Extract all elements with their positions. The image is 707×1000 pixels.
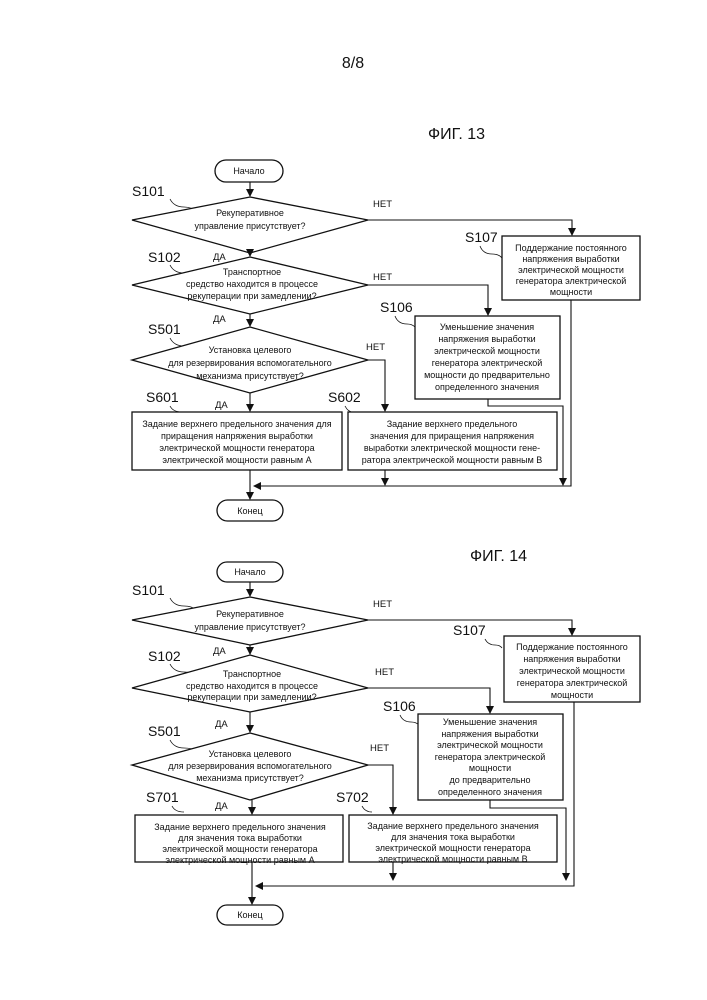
step-label-s101: S101 <box>132 183 165 199</box>
yes-label: ДА <box>213 646 226 657</box>
decision-text: для резервирования вспомогательного <box>168 358 331 368</box>
start-label: Начало <box>233 166 264 176</box>
step-label-s602: S602 <box>328 389 361 405</box>
process-text: ратора электрической мощности равным В <box>362 455 543 465</box>
figure-14: ФИГ. 14 Начало S101 Рекуперативное управ… <box>132 548 640 925</box>
process-text: Поддержание постоянного <box>515 243 627 253</box>
step-label-s702: S702 <box>336 789 369 805</box>
decision-text: Установка целевого <box>209 749 292 759</box>
process-text: Задание верхнего предельного значения <box>367 821 539 831</box>
process-text: генератора электрической <box>517 678 628 688</box>
decision-text: для резервирования вспомогательного <box>168 761 331 771</box>
decision-text: рекуперации при замедлении? <box>187 692 316 702</box>
no-label: НЕТ <box>375 667 394 678</box>
decision-s101 <box>132 597 368 645</box>
process-text: мощности до предварительно <box>424 370 550 380</box>
decision-text: управление присутствует? <box>194 221 305 231</box>
step-label-s102: S102 <box>148 648 181 664</box>
decision-text: Рекуперативное <box>216 208 284 218</box>
figure-title: ФИГ. 13 <box>428 126 485 143</box>
process-text: приращения напряжения выработки <box>161 431 313 441</box>
process-text: Поддержание постоянного <box>516 642 628 652</box>
no-label: НЕТ <box>366 342 385 353</box>
process-text: определенного значения <box>438 787 542 797</box>
process-text: напряжения выработки <box>523 654 620 664</box>
decision-text: управление присутствует? <box>194 622 305 632</box>
step-label-s106: S106 <box>380 299 413 315</box>
process-text: напряжения выработки <box>441 729 538 739</box>
process-text: электрической мощности равным А <box>165 855 314 865</box>
process-text: электрической мощности <box>519 666 625 676</box>
figure-title: ФИГ. 14 <box>470 548 527 565</box>
step-label-s601: S601 <box>146 389 179 405</box>
step-label-s106: S106 <box>383 698 416 714</box>
process-text: мощности <box>469 763 511 773</box>
decision-text: Транспортное <box>223 669 281 679</box>
decision-text: Рекуперативное <box>216 609 284 619</box>
process-text: генератора электрической <box>516 276 627 286</box>
step-label-s107: S107 <box>453 622 486 638</box>
process-text: электрической мощности равным В <box>378 854 527 864</box>
process-text: электрической мощности генератора <box>375 843 530 853</box>
process-text: Уменьшение значения <box>440 322 534 332</box>
process-text: Задание верхнего предельного <box>387 419 518 429</box>
yes-label: ДА <box>215 719 228 730</box>
process-text: для значения тока выработки <box>178 833 302 843</box>
yes-label: ДА <box>213 314 226 325</box>
end-label: Конец <box>237 506 262 516</box>
step-label-s501: S501 <box>148 321 181 337</box>
decision-text: средство находится в процессе <box>186 681 318 691</box>
yes-label: ДА <box>215 801 228 812</box>
decision-text: механизма присутствует? <box>196 371 304 381</box>
no-label: НЕТ <box>370 743 389 754</box>
process-text: мощности <box>551 690 593 700</box>
process-text: электрической мощности равным А <box>162 455 311 465</box>
process-text: до предварительно <box>449 775 530 785</box>
yes-label: ДА <box>215 400 228 411</box>
process-text: значения для приращения напряжения <box>370 431 534 441</box>
process-text: электрической мощности <box>437 740 543 750</box>
no-label: НЕТ <box>373 272 392 283</box>
step-label-s701: S701 <box>146 789 179 805</box>
yes-label: ДА <box>213 252 226 263</box>
process-text: генератора электрической <box>435 752 546 762</box>
process-text: для значения тока выработки <box>391 832 515 842</box>
process-text: напряжения выработки <box>522 254 619 264</box>
step-label-s101: S101 <box>132 582 165 598</box>
step-label-s501: S501 <box>148 723 181 739</box>
decision-text: Установка целевого <box>209 345 292 355</box>
step-label-s102: S102 <box>148 249 181 265</box>
process-text: электрической мощности генератора <box>159 443 314 453</box>
process-text: выработки электрической мощности гене- <box>364 443 540 453</box>
process-text: генератора электрической <box>432 358 543 368</box>
start-label: Начало <box>234 567 265 577</box>
process-text: электрической мощности генератора <box>162 844 317 854</box>
decision-text: Транспортное <box>223 267 281 277</box>
end-label: Конец <box>237 910 262 920</box>
no-label: НЕТ <box>373 199 392 210</box>
process-text: мощности <box>550 287 592 297</box>
process-text: напряжения выработки <box>438 334 535 344</box>
process-text: определенного значения <box>435 382 539 392</box>
process-text: Задание верхнего предельного значения дл… <box>142 419 331 429</box>
page-number: 8/8 <box>342 55 364 72</box>
process-text: электрической мощности <box>434 346 540 356</box>
decision-text: средство находится в процессе <box>186 279 318 289</box>
step-label-s107: S107 <box>465 229 498 245</box>
process-text: Задание верхнего предельного значения <box>154 822 326 832</box>
process-text: электрической мощности <box>518 265 624 275</box>
decision-text: рекуперации при замедлении? <box>187 291 316 301</box>
no-label: НЕТ <box>373 599 392 610</box>
process-text: Уменьшение значения <box>443 717 537 727</box>
figure-13: ФИГ. 13 Начало S101 Рекуперативное управ… <box>132 126 640 521</box>
decision-text: механизма присутствует? <box>196 773 304 783</box>
